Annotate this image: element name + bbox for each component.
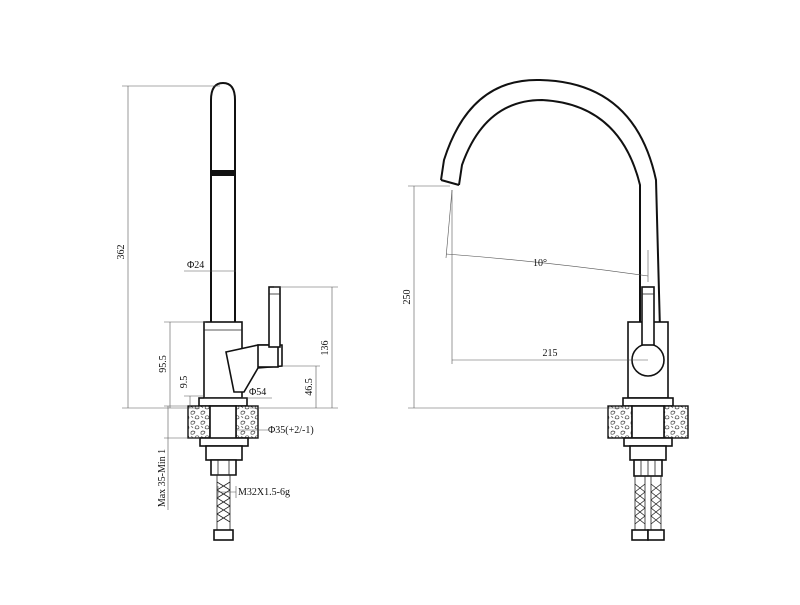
side-nut <box>199 437 249 447</box>
front-nut-thread <box>629 445 667 461</box>
front-shank <box>631 405 665 439</box>
side-aerator <box>211 170 235 176</box>
side-nut-thread <box>205 445 243 461</box>
front-countertop-left <box>607 405 633 439</box>
dim-mount-hole: Φ35(+2/-1) <box>268 425 314 436</box>
dim-base-offset: 9.5 <box>179 376 190 389</box>
front-spout-inner <box>458 98 641 330</box>
front-hose-right <box>647 476 665 541</box>
dim-spout-diameter: Φ24 <box>187 260 204 271</box>
front-lever <box>641 286 655 346</box>
dim-countertop: Max 35-Min 1 <box>157 449 168 507</box>
side-hose <box>213 475 234 541</box>
dim-lever-height: 136 <box>320 341 331 356</box>
front-hose-left <box>631 476 649 541</box>
dim-angle: 10° <box>533 258 547 269</box>
side-spout-tube <box>210 81 236 322</box>
dim-reach: 215 <box>543 348 558 359</box>
front-spout-outer <box>440 78 661 331</box>
front-nut <box>623 437 673 447</box>
front-countertop-right <box>663 405 689 439</box>
dim-spout-height: 250 <box>402 290 413 305</box>
side-lever-cap <box>257 344 279 368</box>
dim-angle-line <box>445 189 453 259</box>
side-view: 362 Φ24 95.5 9.5 136 46.5 Φ54 Φ35(+2/-1)… <box>116 81 338 541</box>
side-countertop-right <box>235 405 259 439</box>
front-spout-tip <box>440 179 460 186</box>
side-countertop-left <box>187 405 211 439</box>
side-base <box>198 397 248 407</box>
dim-total-height: 362 <box>116 245 127 260</box>
front-base <box>622 397 674 407</box>
dim-body-height: 95.5 <box>158 355 169 373</box>
dim-angle-arc <box>445 253 649 277</box>
dim-lever-low: 46.5 <box>304 378 315 396</box>
dim-thread: M32X1.5-6g <box>238 487 290 498</box>
dim-body-diameter: Φ54 <box>249 387 266 398</box>
front-view: 250 10° 215 <box>402 78 689 541</box>
side-lever-handle <box>268 286 281 348</box>
side-fitting <box>210 459 237 476</box>
